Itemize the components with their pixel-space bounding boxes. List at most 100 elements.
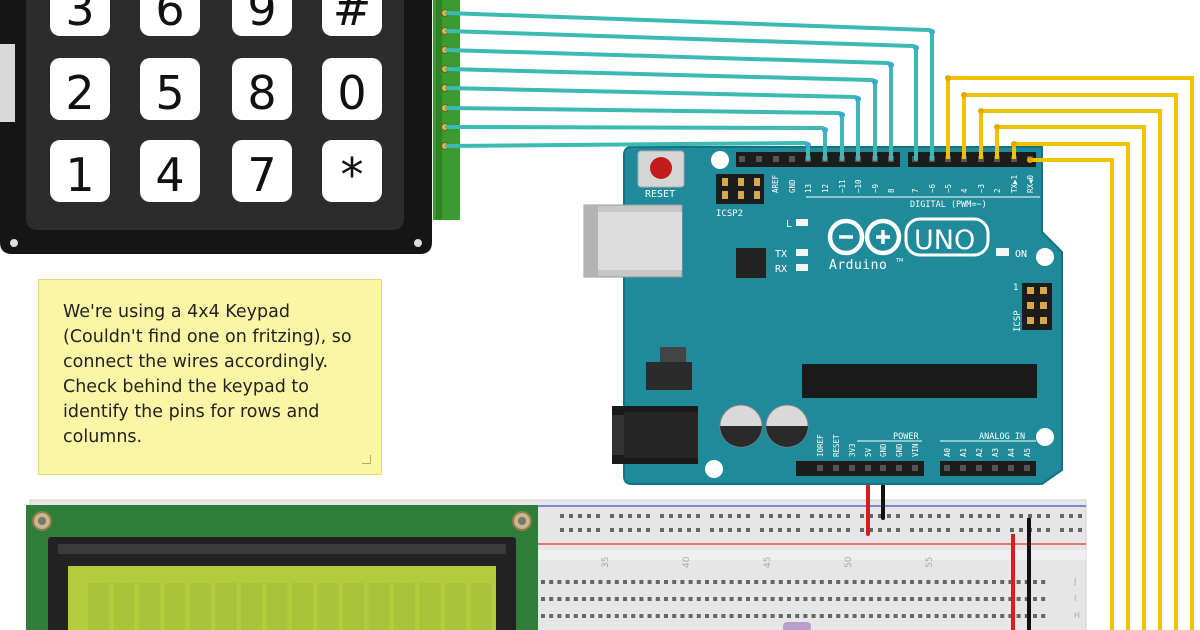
analog-pin-label: A3 xyxy=(991,448,1000,457)
icsp-header xyxy=(1022,283,1052,330)
keypad-key[interactable]: 9 xyxy=(232,0,292,36)
power-pin-label: IOREF xyxy=(816,434,825,457)
lcd-wire xyxy=(946,76,1194,630)
keypad-key-label: 8 xyxy=(247,66,276,120)
digital-pin-label: ~3 xyxy=(977,184,986,193)
keypad-key[interactable]: 6 xyxy=(140,0,200,36)
board-mount-hole xyxy=(705,460,723,478)
digital-pin-label: 7 xyxy=(911,188,920,193)
keypad-key-label: 6 xyxy=(155,0,184,36)
analog-pin-label: A4 xyxy=(1007,447,1016,457)
keypad: 3 6 9 #2 5 8 0 1 4 7 * xyxy=(0,0,460,254)
board-mount-hole xyxy=(711,151,729,169)
digital-pin-label: ~9 xyxy=(871,184,880,193)
power-pin-label: 5V xyxy=(864,447,873,457)
led-l xyxy=(796,219,808,226)
note-text: We're using a 4x4 Keypad (Couldn't find … xyxy=(63,302,352,447)
analog-pin-label: A1 xyxy=(959,448,968,457)
keypad-key-label: 4 xyxy=(155,148,184,202)
keypad-key[interactable]: 2 xyxy=(50,58,110,120)
digital-pin-label: 8 xyxy=(887,188,896,193)
lcd-wire xyxy=(962,93,1178,630)
led-on xyxy=(996,248,1009,256)
keypad-key[interactable]: 1 xyxy=(50,140,110,202)
board-mount-hole xyxy=(1036,428,1054,446)
digital-pin-label: 12 xyxy=(821,184,830,193)
keypad-key[interactable]: 4 xyxy=(140,140,200,202)
trademark: TM xyxy=(895,258,903,264)
breadboard-holes xyxy=(541,514,1082,618)
resize-grip-icon xyxy=(362,455,371,464)
reset-button[interactable] xyxy=(637,150,685,188)
row-letter-h: H xyxy=(1074,611,1080,620)
keypad-key[interactable]: # xyxy=(322,0,382,36)
breadboard-column-number: 50 xyxy=(844,556,854,568)
power-pin-label: 3V3 xyxy=(848,443,857,457)
row-letter-i: I xyxy=(1074,594,1076,603)
digital-pin-label: ~11 xyxy=(838,179,847,193)
atmega-chip xyxy=(802,364,1037,398)
keypad-key[interactable]: 3 xyxy=(50,0,110,36)
gnd-label: GND xyxy=(788,179,797,193)
digital-pin-label: 4 xyxy=(960,188,969,193)
capacitor xyxy=(765,404,809,448)
led-rx-label: RX xyxy=(775,264,787,275)
digital-label: DIGITAL (PWM=~) xyxy=(910,200,987,210)
digital-pin-label: ~5 xyxy=(944,184,953,193)
lcd-data-wires xyxy=(945,75,1194,630)
keypad-key-label: 7 xyxy=(247,148,276,202)
analog-pin-label: A5 xyxy=(1023,448,1032,457)
keypad-side-tab xyxy=(0,44,15,122)
keypad-key-label: 1 xyxy=(65,148,94,202)
lcd-wire xyxy=(995,125,1146,630)
icsp2-header xyxy=(716,174,764,204)
breadboard-row-letters: J I H xyxy=(1073,577,1080,620)
arduino-board xyxy=(623,146,1063,485)
power-label: POWER xyxy=(893,432,919,442)
board-mount-hole xyxy=(1036,248,1054,266)
resistor xyxy=(783,622,811,630)
keypad-key[interactable]: * xyxy=(322,140,382,202)
power-pin-label: GND xyxy=(895,443,904,457)
icsp-label: ICSP xyxy=(1013,310,1023,332)
keypad-keys: 3 6 9 #2 5 8 0 1 4 7 * xyxy=(50,0,382,202)
lcd-wire xyxy=(1012,142,1130,630)
keypad-key-label: 5 xyxy=(155,66,184,120)
lcd-character-cells xyxy=(88,583,492,630)
led-l-label: L xyxy=(786,219,792,230)
keypad-key[interactable]: 5 xyxy=(140,58,200,120)
capacitor xyxy=(719,404,763,448)
power-pin-holes xyxy=(817,465,1030,471)
reset-label: RESET xyxy=(645,189,675,200)
icsp-pin-one: 1 xyxy=(1013,283,1018,293)
keypad-key-label: 0 xyxy=(337,66,366,120)
breadboard-column-number: 55 xyxy=(925,557,935,568)
digital-pin-label: 2 xyxy=(993,188,1002,193)
keypad-key[interactable]: 0 xyxy=(322,58,382,120)
voltage-regulator xyxy=(646,347,692,390)
led-on-label: ON xyxy=(1015,249,1027,260)
analog-label: ANALOG IN xyxy=(979,432,1025,442)
analog-pin-label: A2 xyxy=(975,448,984,457)
uno-text: UNO xyxy=(914,225,975,256)
lcd-module xyxy=(26,505,538,630)
icsp2-label: ICSP2 xyxy=(716,209,743,219)
power-header xyxy=(796,461,924,476)
digital-pin-label: RX◀0 xyxy=(1026,174,1035,193)
digital-pin-label: TX▶1 xyxy=(1010,175,1019,193)
keypad-wires xyxy=(445,11,935,161)
keypad-key[interactable]: 8 xyxy=(232,58,292,120)
row-letter-j: J xyxy=(1073,577,1076,586)
keypad-key[interactable]: 7 xyxy=(232,140,292,202)
note-card: We're using a 4x4 Keypad (Couldn't find … xyxy=(38,279,382,475)
analog-header xyxy=(940,461,1036,476)
arduino-logo xyxy=(827,217,990,257)
analog-pin-label: A0 xyxy=(943,447,952,457)
keypad-key-label: 2 xyxy=(65,66,94,120)
usb-connector xyxy=(583,204,683,278)
keypad-screw-hole xyxy=(414,239,422,247)
